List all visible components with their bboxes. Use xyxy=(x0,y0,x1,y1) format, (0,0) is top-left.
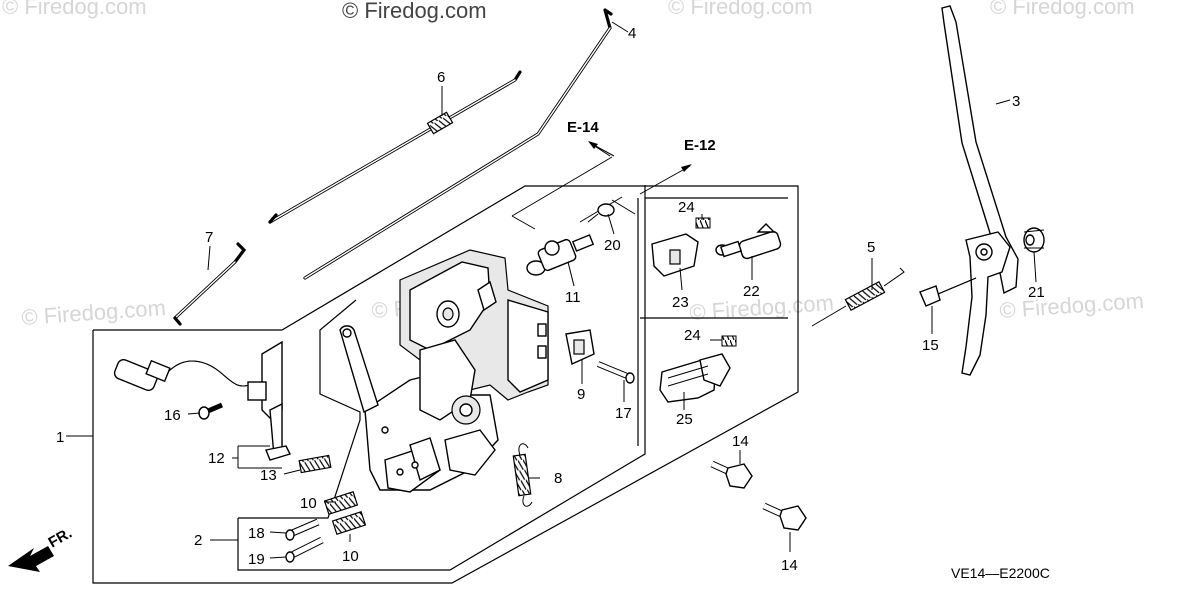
callout-11: 11 xyxy=(565,289,581,306)
callout-15: 15 xyxy=(922,337,939,354)
callout-24-lower: 24 xyxy=(684,327,701,344)
callout-3: 3 xyxy=(1012,93,1020,110)
spring-5 xyxy=(811,267,905,327)
callout-8: 8 xyxy=(554,470,562,487)
flange-bolt-14-upper xyxy=(710,460,753,489)
callout-labels: 1 2 3 4 5 6 7 8 9 10 10 11 12 13 14 14 1… xyxy=(56,25,1045,574)
reference-arrows xyxy=(511,141,692,230)
screw-17 xyxy=(596,361,635,384)
clip-23 xyxy=(651,233,699,277)
bolt-18 xyxy=(285,518,320,541)
spring-8 xyxy=(512,443,533,507)
assembly-outlines xyxy=(92,185,799,584)
assembly-outline-main xyxy=(92,185,799,584)
callout-13: 13 xyxy=(260,467,277,484)
callout-23: 23 xyxy=(672,294,689,311)
choke-rod-7 xyxy=(173,242,247,326)
callout-4: 4 xyxy=(628,25,636,42)
callout-19: 19 xyxy=(248,551,265,568)
assembly-outline-inner xyxy=(237,185,646,571)
callout-14-lower: 14 xyxy=(781,557,798,574)
front-direction-label: FR. xyxy=(46,525,75,552)
callout-24-upper: 24 xyxy=(678,199,695,216)
governor-rod-6 xyxy=(268,70,522,224)
spring-10-lower xyxy=(331,510,367,536)
watermark-top: © Firedog.com xyxy=(342,0,487,23)
callout-17: 17 xyxy=(615,405,632,422)
screw-24-lower xyxy=(721,335,737,347)
reference-e12: E-12 xyxy=(684,137,716,154)
callout-12: 12 xyxy=(208,450,225,467)
control-lever-plate-2 xyxy=(339,325,499,493)
nut-21 xyxy=(1023,227,1045,253)
knob-25 xyxy=(659,353,731,403)
callout-16: 16 xyxy=(164,407,181,424)
watermark-faint: © Firedog.com xyxy=(21,295,167,330)
spring-13 xyxy=(298,454,332,474)
front-direction-arrow: FR. xyxy=(8,525,75,572)
watermark-faint: © Firedog.com xyxy=(999,288,1145,323)
assembly-outline-inner-left xyxy=(238,299,361,519)
callout-9: 9 xyxy=(577,386,585,403)
pin-bolt-15 xyxy=(919,277,977,307)
callout-21: 21 xyxy=(1028,284,1045,301)
diagram-code: VE14—E2200C xyxy=(951,565,1050,581)
wire-clip-9 xyxy=(565,329,595,366)
bolt-20 xyxy=(587,203,615,223)
bolt-19 xyxy=(285,536,324,563)
callout-10-upper: 10 xyxy=(300,495,317,512)
callout-18: 18 xyxy=(248,525,265,542)
watermark-faint: © Firedog.com xyxy=(990,0,1135,19)
callout-1: 1 xyxy=(56,429,64,446)
throttle-rod-4 xyxy=(303,8,613,280)
callout-2: 2 xyxy=(194,532,202,549)
watermark-faint: © Firedog.com xyxy=(689,290,835,325)
callout-14-upper: 14 xyxy=(732,433,749,450)
watermark-faint: © Firedog.com xyxy=(2,0,147,19)
screw-24-upper xyxy=(695,217,711,229)
control-lever-arm-3 xyxy=(941,5,1019,376)
callout-22: 22 xyxy=(743,283,760,300)
spring-10-upper xyxy=(323,490,359,516)
screw-16 xyxy=(198,402,223,420)
reference-e14: E-14 xyxy=(567,119,599,136)
switch-22 xyxy=(715,223,782,260)
callout-6: 6 xyxy=(437,69,445,86)
callout-10-lower: 10 xyxy=(342,548,359,565)
flange-bolt-14-lower xyxy=(762,502,807,531)
callout-5: 5 xyxy=(867,239,875,256)
callout-leaders xyxy=(66,21,1037,559)
stop-switch-1 xyxy=(113,340,291,461)
callout-25: 25 xyxy=(676,411,693,428)
callout-7: 7 xyxy=(205,229,213,246)
watermark-faint: © Firedog.com xyxy=(668,0,813,19)
cable-holder-11 xyxy=(526,234,595,276)
callout-20: 20 xyxy=(604,237,621,254)
